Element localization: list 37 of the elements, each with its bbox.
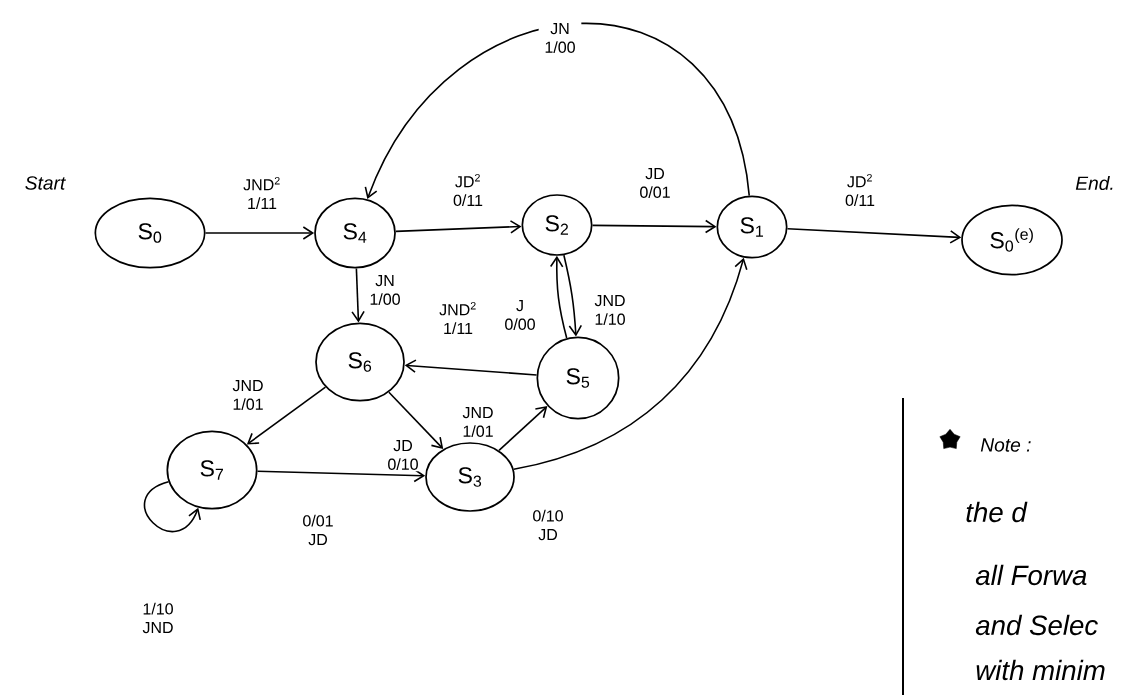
arrow [144,480,202,533]
arrow [204,226,315,240]
arrow [563,254,583,337]
edge-label: J 0/00 [498,298,542,332]
note-text: all Forwa [975,564,1087,586]
edge-label: JND$^{2}$ 1/11 [240,175,284,211]
edge-label: JND$^{2}$ 1/11 [436,300,480,336]
edge-label: 0/10 JD [526,508,570,542]
arrow [498,406,548,452]
edge-label: JND 1/10 [588,293,632,327]
arrow [786,227,962,244]
arrow [256,468,426,483]
arrow [404,359,538,376]
arrow [549,255,568,339]
arrow [364,22,751,200]
edge-label: JND 1/01 [226,378,270,412]
arrow [591,219,717,234]
note-text: the d [966,501,1028,523]
edge-label: JD 0/10 [381,438,425,472]
arrow [388,391,444,449]
edge-label: JN 1/00 [363,273,407,307]
edge-label: JD$^{2}$ 0/11 [838,172,882,208]
state-caption: Start [25,176,66,190]
note-text: Note : [980,438,1031,452]
edge-label: 1/10 JND [136,601,180,635]
state-caption: End. [1075,175,1113,191]
edge-label: JD$^{2}$ 0/11 [446,172,490,208]
arrow [512,257,748,471]
edge-label: JND 1/01 [456,405,500,439]
arrow [395,220,522,234]
arrow [351,267,365,323]
edge-label: JN 1/00 [538,21,582,55]
arrow [246,386,327,445]
note-text: with minim [976,659,1105,681]
edge-label: JD 0/01 [633,166,677,200]
edge-label: 0/01 JD [296,513,340,547]
note-text: and Selec [975,614,1098,636]
